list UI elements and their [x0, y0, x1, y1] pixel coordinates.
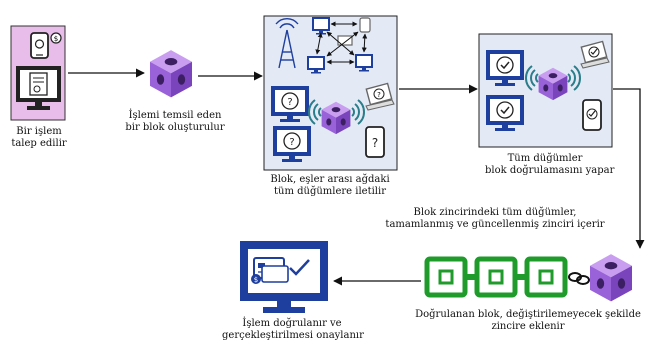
caption-broadcast: Blok, eşler arası ağdaki tüm düğümlere i…: [255, 174, 405, 198]
receipt-monitor-icon: [16, 66, 61, 110]
credit-card-icon: $: [251, 257, 289, 284]
confirmed-monitor-icon: $: [240, 241, 328, 313]
svg-text:?: ?: [377, 91, 381, 99]
p2p-network-icon: [307, 17, 373, 75]
caption-line: İşlemi temsil eden: [128, 110, 222, 121]
phone-coin-icon: $: [30, 32, 62, 59]
caption-append: Doğrulanan blok, değiştirilemeyecek şeki…: [403, 309, 653, 333]
appended-block-cube-icon: [590, 254, 632, 302]
caption-line: blok doğrulamasını yapar: [485, 165, 615, 176]
blockchain-chain-icon: [424, 256, 568, 298]
caption-line: Doğrulanan blok, değiştirilemeyecek şeki…: [415, 309, 641, 320]
caption-validate: Tüm düğümler blok doğrulamasını yapar: [485, 153, 615, 177]
caption-line: Tüm düğümler: [507, 153, 583, 164]
caption-line: Bir işlem: [16, 126, 62, 137]
laptop-verified-icon: [580, 40, 610, 69]
caption-line: gerçekleştirilmesi onaylanır: [222, 330, 364, 341]
arrow-to-append: [613, 88, 645, 249]
caption-line: tamamlanmış ve güncellenmiş zinciri içer…: [385, 219, 605, 230]
caption-line: zincire eklenir: [491, 321, 565, 332]
phone-small-icon: [359, 17, 371, 33]
caption-line: bir blok oluşturulur: [125, 122, 225, 133]
caption-line: İşlem doğrulanır ve: [242, 318, 342, 329]
phone-unverified-icon: ?: [365, 126, 385, 158]
checkmark-icon: [289, 259, 310, 276]
caption-chain-contains: Blok zincirindeki tüm düğümler, tamamlan…: [380, 207, 610, 231]
validate-panel: [478, 33, 613, 148]
request-panel: $: [10, 25, 66, 121]
svg-text:?: ?: [372, 136, 378, 150]
caption-line: talep edilir: [11, 138, 67, 149]
caption-complete: İşlem doğrulanır ve gerçekleştirilmesi o…: [222, 318, 364, 342]
caption-line: Blok zincirindeki tüm düğümler,: [413, 207, 577, 218]
laptop-unverified-icon: ?: [365, 82, 395, 111]
caption-line: tüm düğümlere iletilir: [274, 186, 386, 197]
caption-block-created: İşlemi temsil eden bir blok oluşturulur: [115, 110, 235, 134]
chain-link-icon: [568, 272, 590, 285]
tower-icon: [275, 18, 299, 69]
broadcast-panel: ? ?: [263, 15, 398, 171]
caption-request: Bir işlem talep edilir: [5, 126, 73, 150]
block-cube-icon: [150, 50, 192, 98]
phone-verified-icon: [582, 99, 602, 131]
svg-text:$: $: [254, 276, 258, 284]
caption-line: Blok, eşler arası ağdaki: [270, 174, 390, 185]
svg-text:$: $: [54, 35, 58, 43]
